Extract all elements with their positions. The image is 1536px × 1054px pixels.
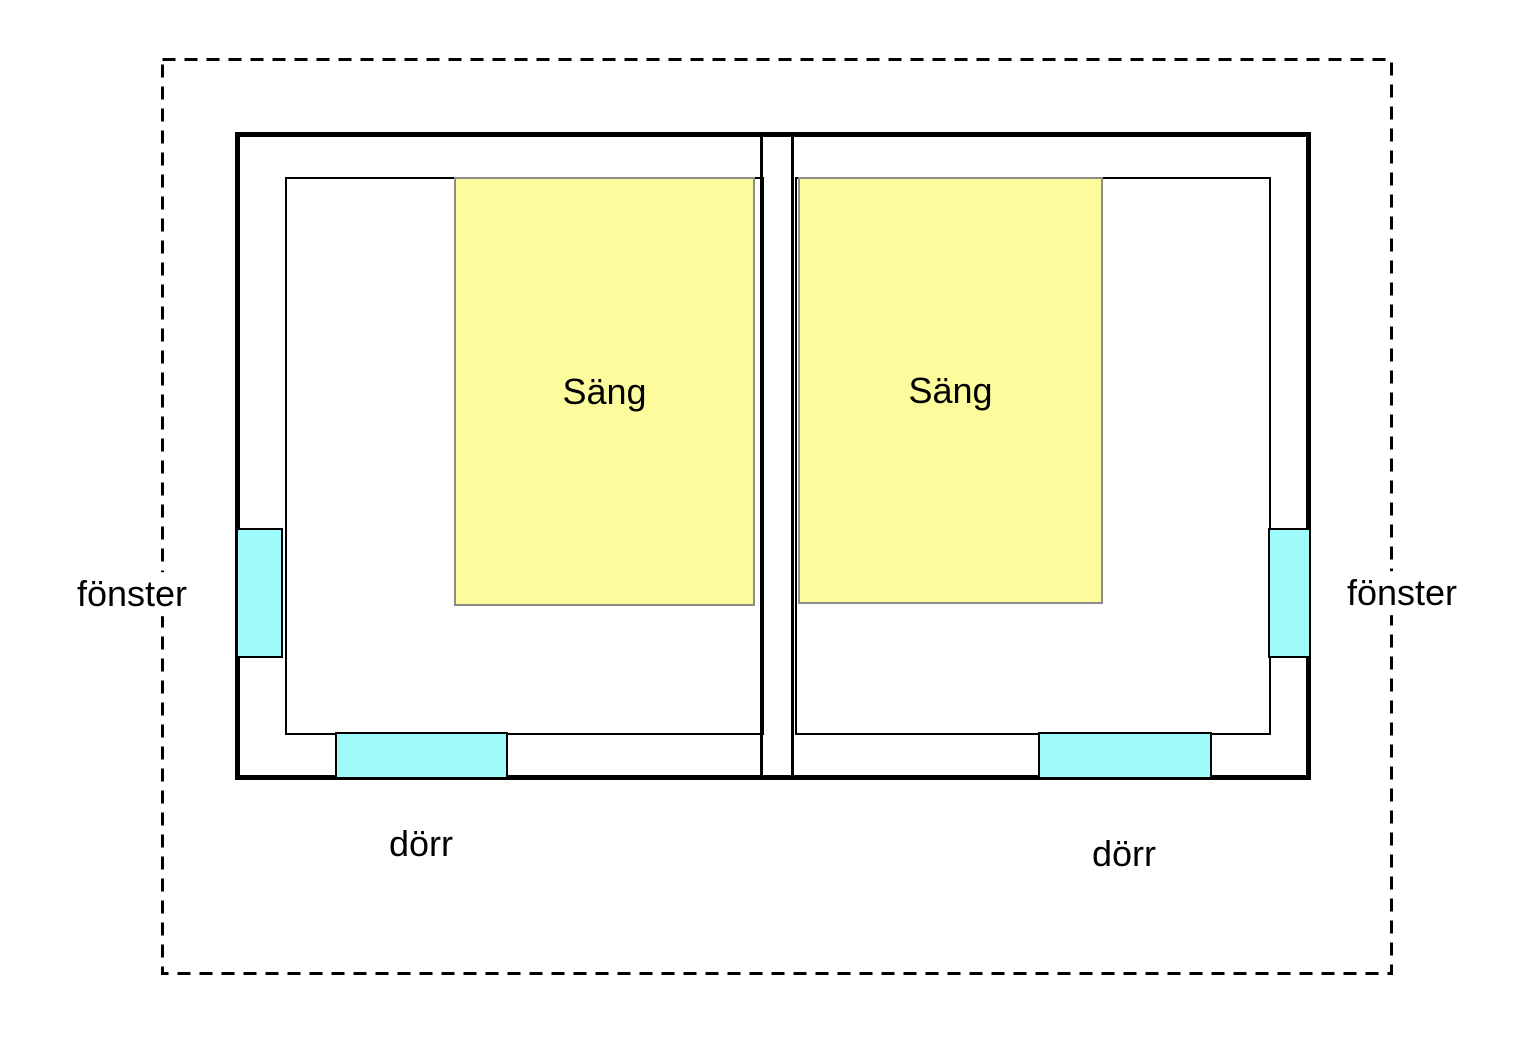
bed-right: Säng <box>798 177 1103 604</box>
window-left <box>236 528 283 658</box>
window-right <box>1268 528 1311 658</box>
lot-boundary-rect <box>161 58 1393 975</box>
bed-left: Säng <box>454 177 755 606</box>
window-right-label: fönster <box>1341 571 1463 615</box>
door-left-label: dörr <box>388 823 454 865</box>
room-divider-wall <box>760 137 794 775</box>
door-right-label: dörr <box>1091 833 1157 875</box>
bed-left-label: Säng <box>562 370 647 412</box>
door-left <box>335 732 508 779</box>
bed-right-label: Säng <box>908 369 993 411</box>
window-left-label: fönster <box>71 572 193 616</box>
door-right <box>1038 732 1212 779</box>
